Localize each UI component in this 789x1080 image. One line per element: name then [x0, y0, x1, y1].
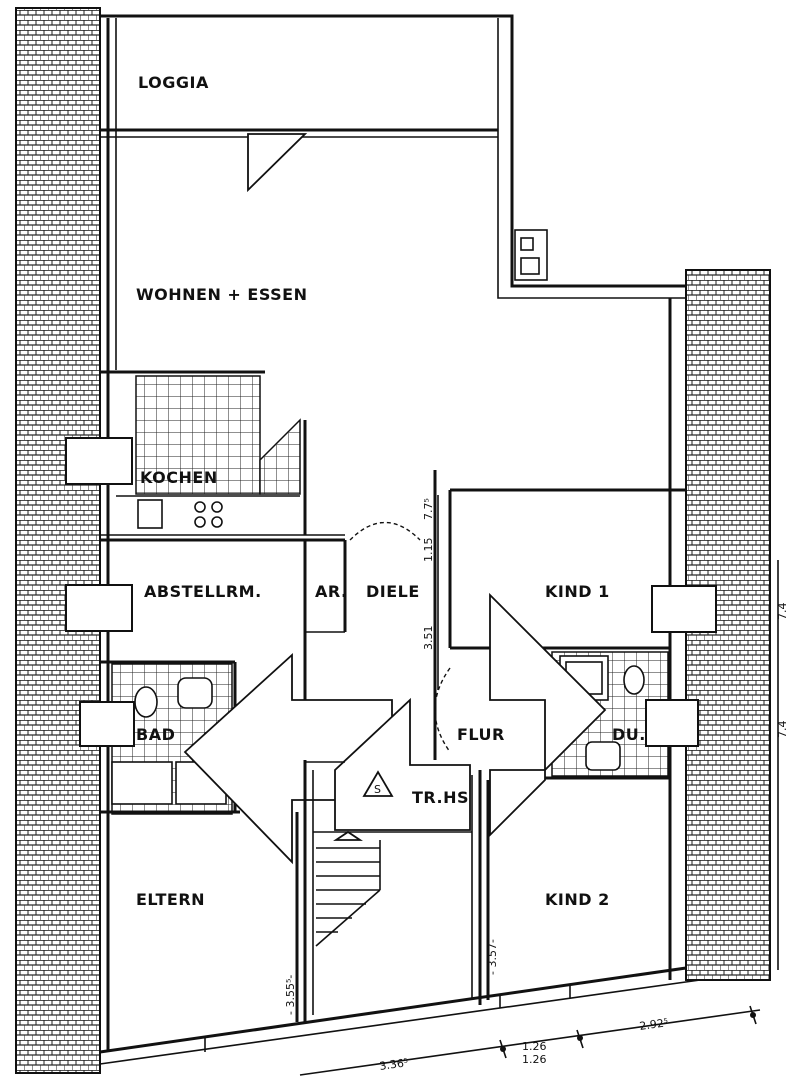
room-label-loggia: LOGGIA [138, 73, 209, 92]
diele-door-arc [349, 521, 421, 541]
bottom-exterior-wall-2 [99, 979, 701, 1065]
loggia-door-icon [247, 133, 308, 193]
outer-wall-right-step [497, 128, 686, 299]
dim-label-8: - 3.55⁵- [284, 975, 297, 1015]
room-label-flur: FLUR [457, 725, 505, 744]
dim-dot-3 [750, 1012, 756, 1018]
room-label-du: DU. [612, 725, 646, 744]
outer-wall-right-upper [510, 16, 686, 288]
dim-label-6: 1.15 [422, 538, 435, 563]
dim-label-9: - 3.57- [486, 939, 499, 975]
dim-label-3: 1.26 [522, 1053, 547, 1066]
stove-burner-3 [194, 516, 206, 528]
safety-triangle-icon [362, 770, 394, 797]
sink-basin-top-2 [520, 257, 540, 275]
stair-direction-arrow [333, 830, 363, 841]
stove-burner-2 [211, 501, 223, 513]
dim-label-4: 2.92⁵ [639, 1016, 669, 1033]
kitchen-tiles-wedge [259, 418, 301, 495]
du-basin [585, 741, 621, 771]
bad-bathtub [111, 761, 173, 805]
kitchen-tiles [135, 375, 261, 495]
du-toilet [623, 665, 645, 695]
stove-burner-4 [211, 516, 223, 528]
flow-arrow-kind2 [489, 769, 546, 838]
safety-symbol-label: S [374, 783, 381, 796]
kind1-window [651, 585, 717, 633]
dim-label-10: 7.4 [776, 603, 789, 621]
bad-toilet [134, 686, 158, 718]
dim-label-1: 3.36⁵ [379, 1056, 409, 1073]
dim-label-2: 1.26 [522, 1040, 547, 1053]
dim-dot-1 [500, 1046, 506, 1052]
stove-burner-1 [194, 501, 206, 513]
dim-label-5: 3.51 [422, 626, 435, 651]
room-label-bad: BAD [136, 725, 175, 744]
bad-basin [177, 677, 213, 709]
room-label-wohnen: WOHNEN + ESSEN [136, 285, 307, 304]
room-label-kind1: KIND 1 [545, 582, 610, 601]
bottom-exterior-wall [99, 966, 687, 1054]
sink-basin-top [520, 237, 534, 251]
dimension-line-bottom [299, 1009, 761, 1076]
kitchen-sink [137, 499, 163, 529]
dim-dot-2 [577, 1035, 583, 1041]
flur-door-arc [434, 667, 451, 753]
du-window [645, 699, 699, 747]
abstell-window [65, 584, 133, 632]
room-label-kochen: KOCHEN [140, 468, 218, 487]
room-label-ar: AR. [315, 582, 348, 601]
dim-label-11: 7.4 [776, 721, 789, 739]
dim-label-7: 7.7⁵ [422, 498, 435, 520]
room-label-kind2: KIND 2 [545, 890, 610, 909]
room-label-trhs: TR.HS [412, 788, 469, 807]
flow-arrow-kind1 [489, 592, 607, 773]
room-label-abstell: ABSTELLRM. [144, 582, 262, 601]
stair-steps [315, 840, 381, 947]
room-label-diele: DIELE [366, 582, 420, 601]
flow-arrow-trhs [334, 697, 471, 831]
room-label-eltern: ELTERN [136, 890, 205, 909]
left-exterior-wall [15, 7, 101, 1074]
kitchen-window [65, 437, 133, 485]
bad-window [79, 701, 135, 747]
